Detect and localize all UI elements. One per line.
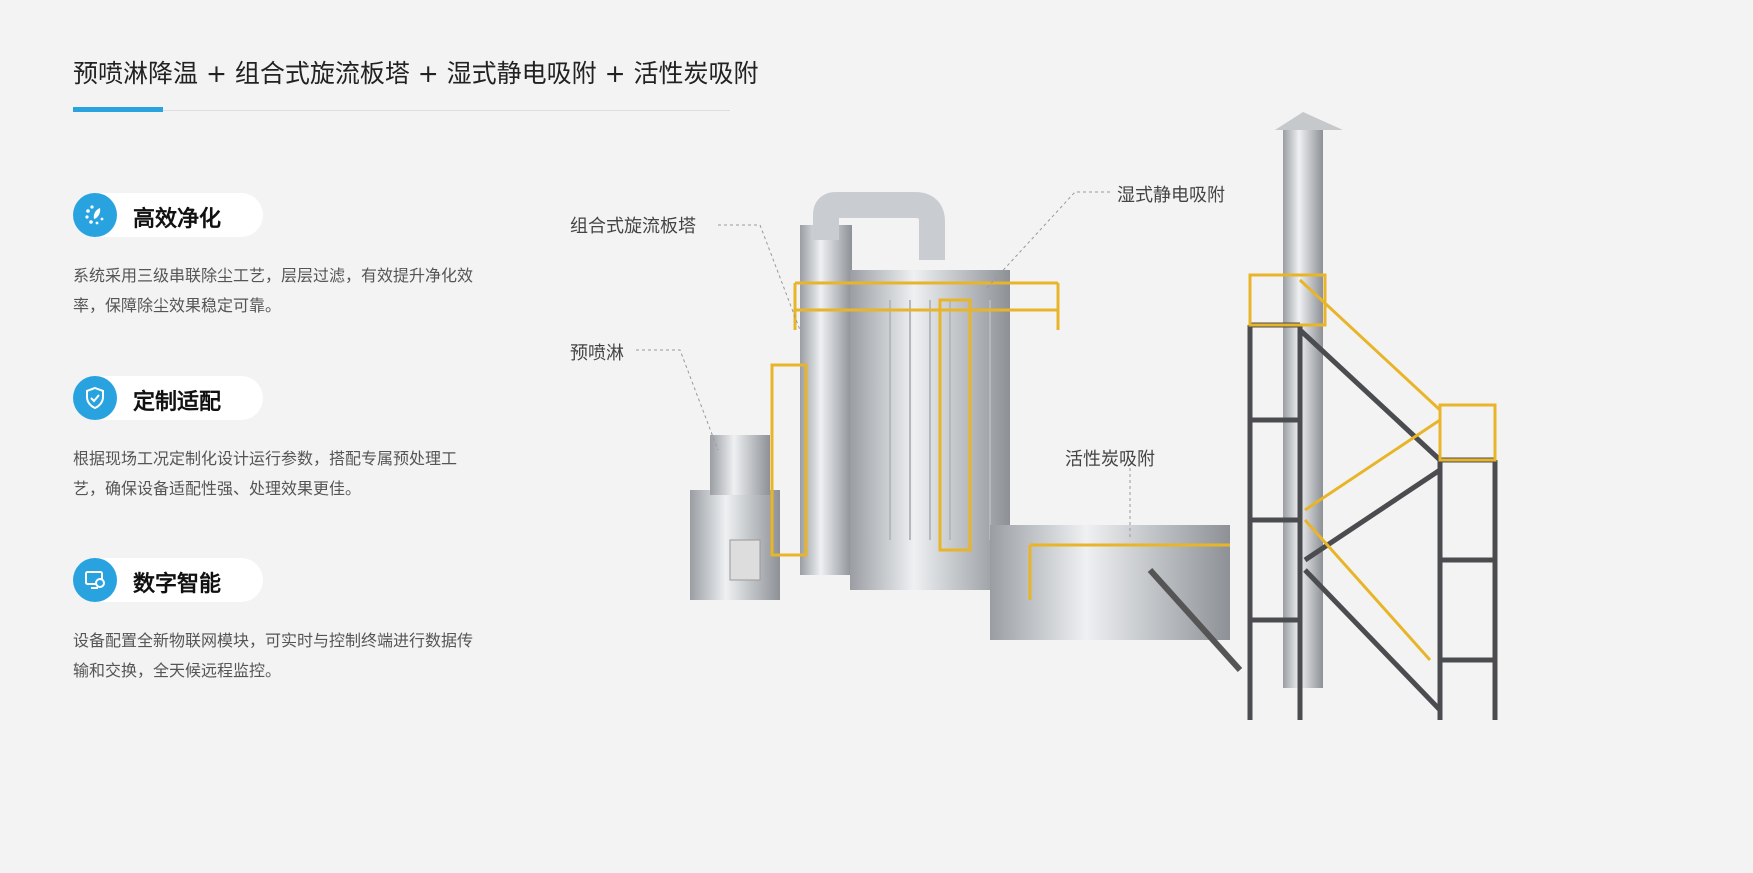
feature-title: 定制适配 [133, 390, 222, 415]
feature-desc: 系统采用三级串联除尘工艺，层层过滤，有效提升净化效率，保障除尘效果稳定可靠。 [73, 266, 474, 315]
carbon-adsorber [990, 525, 1243, 673]
chimney-stack [1247, 112, 1498, 720]
feature-pill: 高效净化 [73, 193, 263, 237]
wesp-unit [793, 270, 1060, 590]
feature-customization: 定制适配 根据现场工况定制化设计运行参数，搭配专属预处理工艺，确保设备适配性强、… [73, 376, 483, 504]
title-accent-bar [73, 107, 163, 112]
purify-icon [73, 193, 117, 237]
page-title: 预喷淋降温 + 组合式旋流板塔 + 湿式静电吸附 + 活性炭吸附 [73, 59, 759, 88]
feature-pill: 定制适配 [73, 376, 263, 420]
feature-pill: 数字智能 [73, 558, 263, 602]
title-divider [73, 110, 730, 111]
feature-title: 数字智能 [133, 572, 222, 597]
feature-title: 高效净化 [133, 207, 222, 232]
label-carbon: 活性炭吸附 [1065, 449, 1155, 470]
label-prespray: 预喷淋 [570, 343, 624, 364]
leader-lines [636, 191, 1131, 540]
shield-check-icon [73, 376, 117, 420]
feature-desc: 设备配置全新物联网模块，可实时与控制终端进行数据传输和交换，全天候远程监控。 [73, 631, 474, 680]
feature-desc: 根据现场工况定制化设计运行参数，搭配专属预处理工艺，确保设备适配性强、处理效果更… [73, 449, 458, 498]
feature-digital: 数字智能 设备配置全新物联网模块，可实时与控制终端进行数据传输和交换，全天候远程… [73, 558, 483, 686]
prespray-unit [690, 435, 780, 600]
feature-purification: 高效净化 系统采用三级串联除尘工艺，层层过滤，有效提升净化效率，保障除尘效果稳定… [73, 193, 483, 321]
monitor-gear-icon [73, 558, 117, 602]
label-wesp: 湿式静电吸附 [1117, 185, 1225, 206]
label-cyclone-tower: 组合式旋流板塔 [570, 216, 696, 237]
